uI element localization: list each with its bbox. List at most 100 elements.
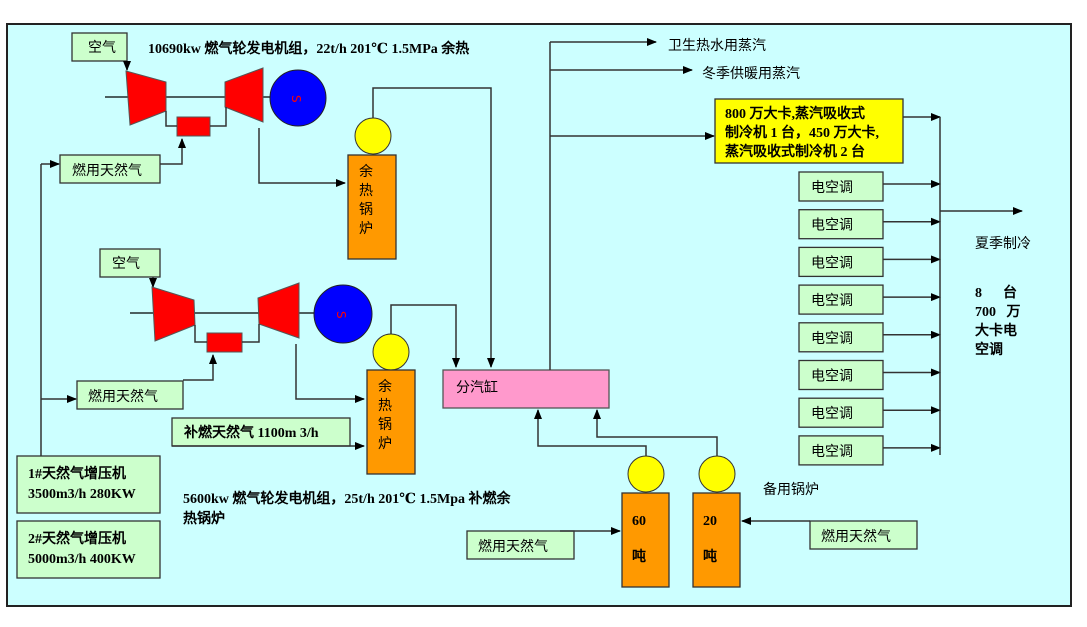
electric-ac-label: 电空调 [811,331,853,347]
absorption-chiller-group: 800 万大卡,蒸汽吸收式 制冷机 1 台，450 万大卡, 蒸汽吸收式制冷机 … [714,98,941,164]
ac-summary-line-2: 700 万 [975,304,1021,320]
chiller-line-3: 蒸汽吸收式制冷机 2 台 [725,143,865,160]
steam-pipe-boiler-20 [593,409,718,456]
hrsg-1-char-3: 锅 [359,202,373,218]
compressor-1-line1: 1#天然气增压机 [28,465,126,482]
exhaust-to-hrsg-1 [258,128,346,187]
fuel-box-1 [59,154,161,184]
winter-heating-steam-label: 冬季供暖用蒸汽 [702,66,800,82]
electric-ac-unit: 电空调 [798,359,941,391]
generator-symbol-1: S [289,95,303,103]
ac-summary-line-1: 8 台 [975,284,1017,301]
hrsg-2-char-1: 余 [378,378,392,395]
air-input-box-2 [99,248,161,278]
boiler-20-unit: 吨 [703,548,717,565]
fuel-to-combustor-1 [160,138,186,165]
electric-ac-box [798,359,884,391]
combustor-1 [176,116,211,137]
exhaust-to-hrsg-2 [295,344,365,403]
air-label-2: 空气 [112,256,140,272]
steam-header [442,369,610,409]
fuel-box-2 [76,380,184,410]
compressor-2-line2: 5000m3/h 400KW [28,552,136,567]
hrsg-1-char-1: 余 [359,163,373,180]
hrsg-2-char-3: 锅 [378,417,392,433]
steam-header-group: 分汽缸 卫生热水用蒸汽 冬季供暖用蒸汽 [442,38,800,409]
chiller-line-2: 制冷机 1 台，450 万大卡, [725,124,879,141]
supplement-fuel-box [171,417,351,447]
air-label-1: 空气 [88,40,116,56]
unit2-caption-line2: 热锅炉 [183,510,225,527]
steam-pipe-hrsg-2 [390,304,460,368]
chiller-line-1: 800 万大卡,蒸汽吸收式 [725,105,865,122]
electric-ac-label: 电空调 [811,180,853,196]
electric-ac-box [798,209,884,240]
backup-boiler-label: 备用锅炉 [763,481,819,498]
fuel-label-2: 燃用天然气 [88,388,158,405]
hot-water-steam-label: 卫生热水用蒸汽 [668,38,766,54]
electric-ac-box [798,171,884,202]
electric-ac-box [798,435,884,466]
backup-boiler-20t [692,492,741,588]
gas-turbine-unit-2: 空气 S 燃用天然气 补燃天然气 1100m 3/h 余 热 锅 炉 5600k… [76,248,512,527]
compressor-box-2 [16,520,161,579]
supplement-fuel-label: 补燃天然气 1100m 3/h [183,424,319,441]
backup-boiler-60t [621,492,670,588]
compressor-box-1 [16,455,161,514]
boiler-20-capacity: 20 [703,514,717,529]
electric-ac-label: 电空调 [811,369,853,385]
absorption-chiller-box [714,98,904,164]
unit2-caption-line1: 5600kw 燃气轮发电机组，25t/h 201℃ 1.5Mpa 补燃余 [183,490,512,507]
air-input-box-1 [71,32,128,62]
electric-ac-unit: 电空调 [798,397,941,428]
hrsg-1-char-4: 炉 [359,221,373,237]
hrsg-1-char-2: 热 [359,183,373,199]
compressor-1-line2: 3500m3/h 280KW [28,487,136,502]
electric-ac-unit: 电空调 [798,209,941,240]
hrsg-2-char-4: 炉 [378,436,392,452]
electric-ac-box [798,322,884,353]
combustor-2 [206,332,243,353]
steam-header-label: 分汽缸 [456,379,498,396]
electric-ac-unit: 电空调 [798,435,941,466]
generator-1 [269,69,327,127]
steam-pipe-hrsg-1 [372,87,495,368]
ac-summary-line-4: 空调 [975,341,1003,358]
hrsg-2 [366,369,416,475]
electric-ac-box [798,246,884,278]
electric-ac-unit: 电空调 [798,322,941,353]
electric-ac-label: 电空调 [811,255,853,271]
backup-steam-drum-60 [627,455,665,493]
boiler-60-capacity: 60 [632,514,646,529]
fuel-to-combustor-2 [183,354,217,381]
compressor-2-line1: 2#天然气增压机 [28,530,126,547]
boiler-60-unit: 吨 [632,548,646,565]
electric-ac-unit: 电空调 [798,171,941,202]
fuel-label-1: 燃用天然气 [72,162,142,179]
steam-drum-2 [372,333,410,371]
electric-ac-label: 电空调 [811,444,853,460]
hrsg-2-char-2: 热 [378,398,392,414]
backup-fuel-box-1 [466,530,575,560]
hrsg-1 [347,154,397,260]
generator-2 [313,284,373,344]
electric-ac-box [798,397,884,428]
turbine-1 [224,67,264,123]
electric-ac-label: 电空调 [811,406,853,422]
electric-ac-label: 电空调 [811,218,853,234]
backup-fuel-box-2 [809,520,918,550]
summer-cooling-label: 夏季制冷 [975,236,1031,252]
ac-summary-line-3: 大卡电 [975,322,1017,339]
steam-drum-1 [354,117,392,155]
unit1-title: 10690kw 燃气轮发电机组，22t/h 201℃ 1.5MPa 余热 [148,40,469,57]
electric-ac-label: 电空调 [811,293,853,309]
backup-fuel-label-1: 燃用天然气 [478,538,548,555]
electric-ac-unit: 电空调 [798,284,941,315]
generator-symbol-2: S [334,311,348,319]
electric-ac-unit: 电空调 [798,246,941,278]
gas-compressors: 1#天然气增压机 3500m3/h 280KW 2#天然气增压机 5000m3/… [16,160,161,579]
backup-boilers: 备用锅炉 60 吨 20 吨 燃用天然气 燃用天然气 [466,409,918,588]
gas-turbine-unit-1: 空气 10690kw 燃气轮发电机组，22t/h 201℃ 1.5MPa 余热 … [59,32,495,368]
